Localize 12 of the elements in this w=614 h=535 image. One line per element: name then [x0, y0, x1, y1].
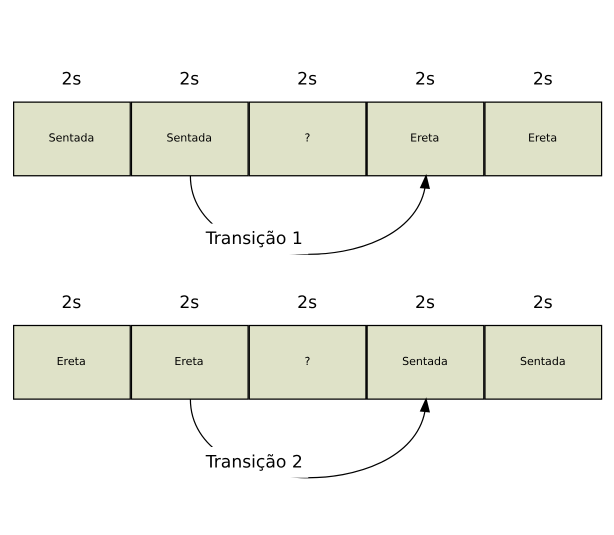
node-label: 2s — [62, 292, 82, 312]
edge-label: Transição 2 — [206, 452, 303, 472]
node-label: 2s — [179, 69, 200, 90]
node-label: 2s — [179, 292, 200, 312]
node-label: 2s — [532, 69, 553, 90]
edge-label: Transição 1 — [206, 228, 303, 249]
node-label: 2s — [62, 69, 82, 90]
node-label: 2s — [297, 69, 318, 90]
node-label: 2s — [415, 292, 435, 312]
node-label: 2s — [532, 292, 553, 312]
node-label: 2s — [297, 292, 318, 312]
node-label: 2s — [415, 69, 435, 90]
